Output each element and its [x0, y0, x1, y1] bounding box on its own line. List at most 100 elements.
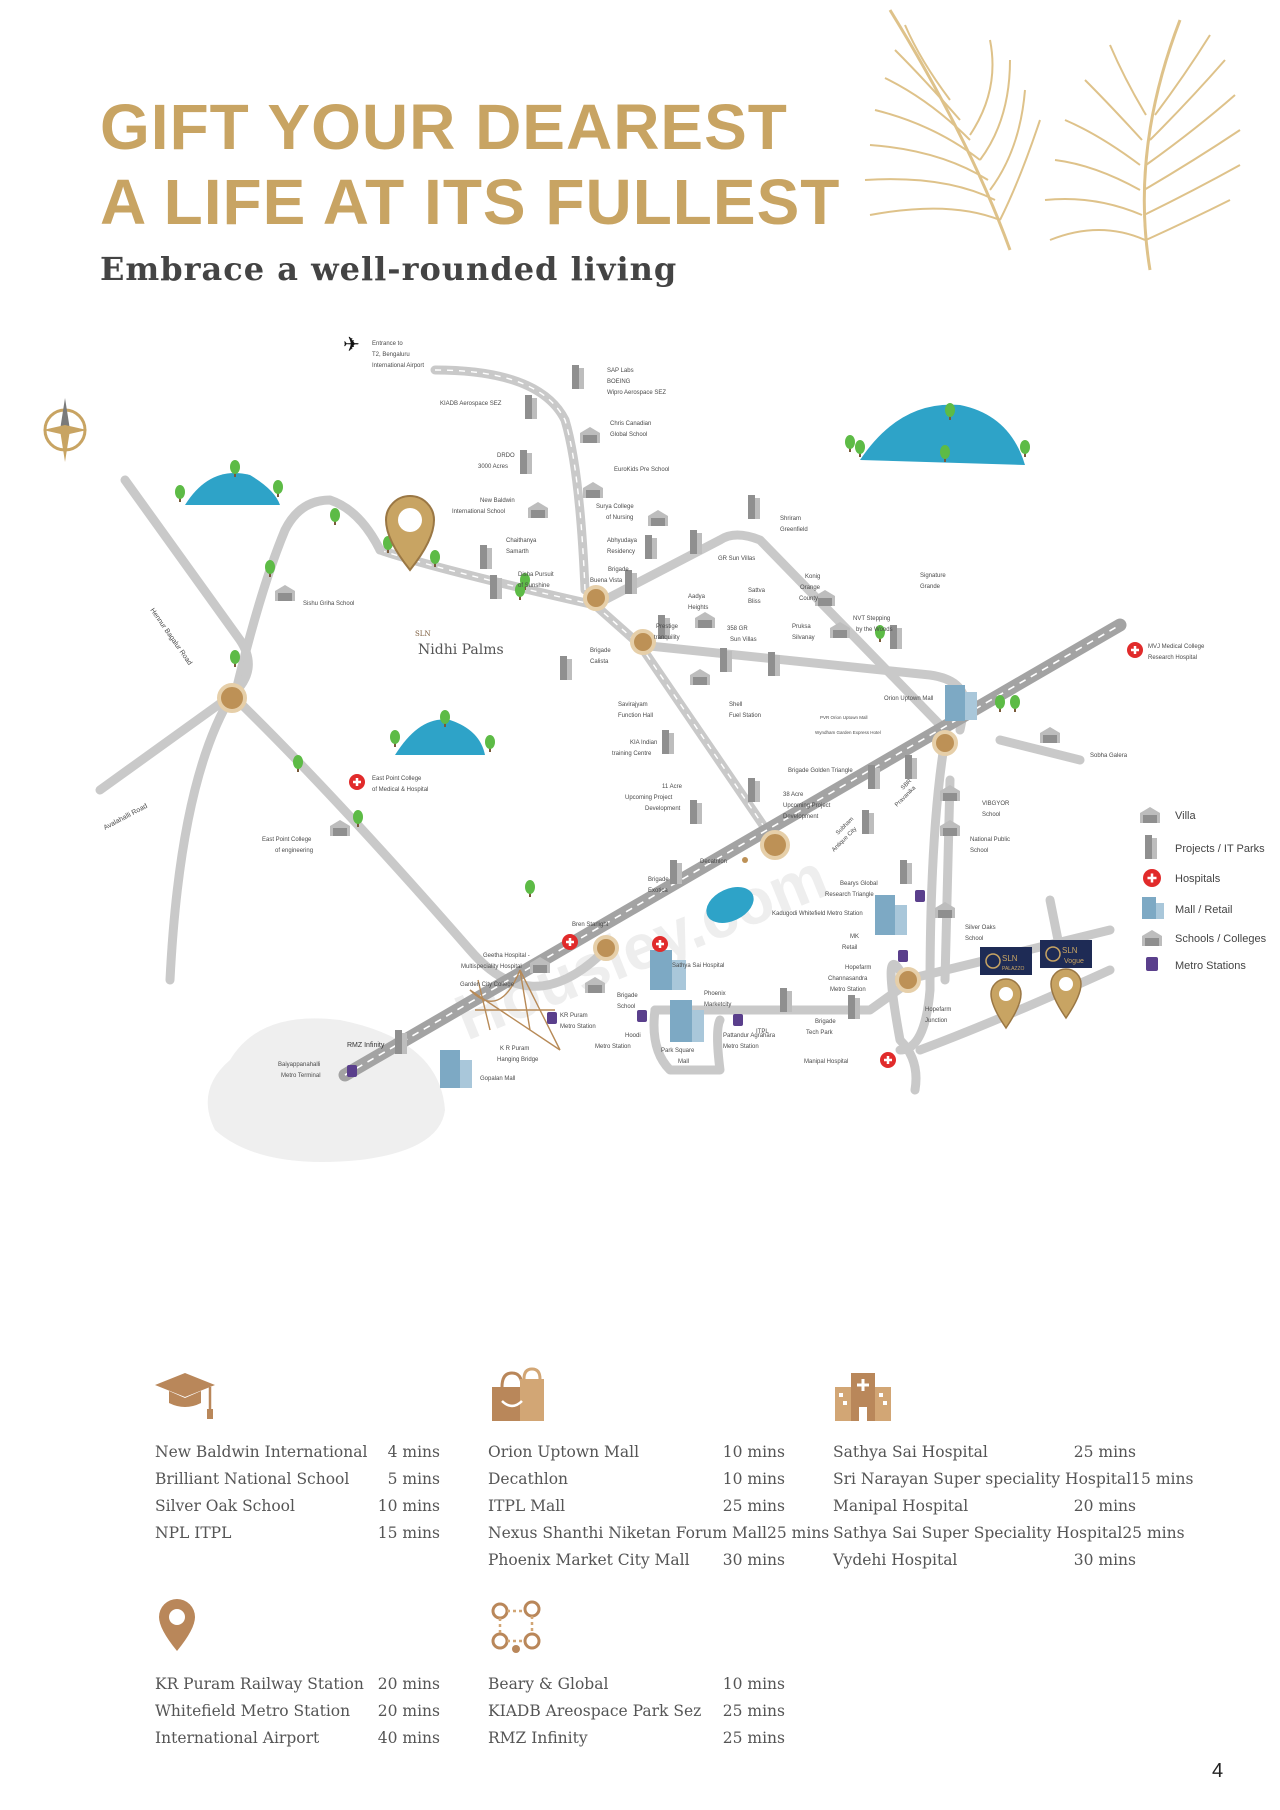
svg-text:Calista: Calista — [590, 659, 609, 665]
svg-text:11 Acre: 11 Acre — [662, 784, 683, 790]
svg-text:Manipal Hospital: Manipal Hospital — [804, 1059, 848, 1065]
svg-text:Chris Canadian: Chris Canadian — [610, 421, 651, 427]
svg-text:Brigade: Brigade — [590, 648, 611, 654]
headline-line-1: GIFT YOUR DEAREST — [100, 91, 788, 163]
svg-text:Metro Station: Metro Station — [830, 987, 866, 993]
svg-text:358 GR: 358 GR — [727, 626, 748, 632]
map-labels: Entrance to T2, Bengaluru International … — [262, 341, 1205, 1082]
svg-text:Savirajyam: Savirajyam — [618, 702, 648, 708]
svg-text:of Nursing: of Nursing — [606, 515, 633, 521]
svg-text:SAP Labs: SAP Labs — [607, 368, 634, 374]
location-map: Housiey.com — [43, 334, 1267, 1162]
svg-text:Hanging Bridge: Hanging Bridge — [497, 1057, 539, 1063]
svg-text:Fuel Station: Fuel Station — [729, 713, 761, 719]
svg-text:BOEING: BOEING — [607, 379, 631, 385]
svg-text:Baiyappanahalli: Baiyappanahalli — [278, 1062, 320, 1068]
svg-text:GR Sun Villas: GR Sun Villas — [718, 556, 755, 562]
hospital-icon — [1143, 869, 1161, 887]
legend-hospitals: Hospitals — [1175, 873, 1221, 885]
metro-station-markers — [347, 890, 925, 1077]
legend-villa: Villa — [1175, 810, 1196, 822]
svg-text:Metro Station: Metro Station — [723, 1044, 759, 1050]
svg-text:of Sunshine: of Sunshine — [518, 583, 550, 589]
svg-text:Pruksa: Pruksa — [792, 624, 811, 630]
svg-text:Upcoming Project: Upcoming Project — [625, 795, 673, 801]
svg-text:Chaithanya: Chaithanya — [506, 538, 537, 544]
headline-line-2: A LIFE AT ITS FULLEST — [100, 166, 841, 238]
svg-text:Pattandur Agrahara: Pattandur Agrahara — [723, 1033, 776, 1039]
svg-text:VIBGYOR: VIBGYOR — [982, 801, 1010, 807]
svg-text:Bearys Global: Bearys Global — [840, 881, 878, 887]
svg-text:Development: Development — [783, 814, 819, 820]
svg-text:International Airport: International Airport — [372, 363, 424, 369]
svg-text:Signature: Signature — [920, 573, 946, 579]
svg-text:of Medical & Hospital: of Medical & Hospital — [372, 787, 428, 793]
svg-text:Entrance to: Entrance to — [372, 341, 403, 347]
svg-text:Hopefarm: Hopefarm — [925, 1007, 951, 1013]
road-label-hennur: Hennur Bagalur Road — [148, 607, 193, 667]
svg-text:Junction: Junction — [925, 1018, 947, 1024]
svg-text:Wipro Aerospace SEZ: Wipro Aerospace SEZ — [607, 390, 666, 396]
svg-text:Aadya: Aadya — [688, 594, 706, 600]
graduation-cap-icon — [155, 1373, 215, 1419]
svg-text:Decathlon: Decathlon — [700, 859, 727, 865]
svg-text:Shell: Shell — [729, 702, 742, 708]
location-pin-icon — [159, 1599, 195, 1651]
svg-text:ITPL: ITPL — [756, 1029, 769, 1035]
svg-text:East Point College: East Point College — [372, 776, 422, 782]
svg-text:Park Square: Park Square — [661, 1048, 695, 1054]
svg-text:Silver Oaks: Silver Oaks — [965, 925, 996, 931]
sln-vogue-badge: SLN Vogue — [1040, 940, 1092, 968]
svg-text:Gopalan Mall: Gopalan Mall — [480, 1076, 515, 1082]
map-legend: Villa Projects / IT Parks Hospitals Mall… — [1140, 807, 1267, 972]
svg-text:RMZ Infinity: RMZ Infinity — [347, 1042, 385, 1049]
svg-text:Mall: Mall — [678, 1059, 689, 1065]
svg-text:Marketcity: Marketcity — [704, 1002, 731, 1008]
svg-text:NVT Stepping: NVT Stepping — [853, 616, 890, 622]
svg-text:Vogue: Vogue — [1064, 958, 1084, 965]
sln-palazzo-badge: SLN PALAZZO — [980, 947, 1032, 975]
hospital-building-icon — [835, 1373, 891, 1421]
svg-text:Tech Park: Tech Park — [806, 1030, 834, 1036]
metro-icon — [1146, 957, 1158, 971]
svg-text:Development: Development — [645, 806, 681, 812]
svg-text:Samarth: Samarth — [506, 549, 529, 555]
svg-text:KR Puram: KR Puram — [560, 1013, 588, 1019]
compass-icon — [43, 398, 87, 462]
svg-text:DRDO: DRDO — [497, 453, 515, 459]
svg-text:T2, Bengaluru: T2, Bengaluru — [372, 352, 410, 358]
svg-text:Shriram: Shriram — [780, 516, 801, 522]
it-park-icon — [1145, 835, 1157, 859]
svg-text:tranquility: tranquility — [654, 635, 680, 641]
svg-text:Grande: Grande — [920, 584, 941, 590]
svg-text:Channasandra: Channasandra — [828, 976, 868, 982]
svg-text:MVJ Medical College: MVJ Medical College — [1148, 644, 1205, 650]
svg-text:KIADB Aerospace SEZ: KIADB Aerospace SEZ — [440, 401, 502, 407]
svg-text:Brigade: Brigade — [617, 993, 638, 999]
svg-text:Exotica: Exotica — [648, 888, 668, 894]
svg-text:Metro Terminal: Metro Terminal — [281, 1073, 321, 1079]
svg-text:Garden City College: Garden City College — [460, 982, 515, 988]
svg-text:School: School — [970, 848, 988, 854]
svg-text:East Point College: East Point College — [262, 837, 312, 843]
svg-text:Hoodi: Hoodi — [625, 1033, 641, 1039]
svg-text:Upcoming Project: Upcoming Project — [783, 803, 831, 809]
villa-icon — [1140, 807, 1160, 823]
svg-text:Sattva: Sattva — [748, 588, 766, 594]
legend-it-parks: Projects / IT Parks — [1175, 843, 1265, 855]
svg-text:Buena Vista: Buena Vista — [590, 578, 623, 584]
